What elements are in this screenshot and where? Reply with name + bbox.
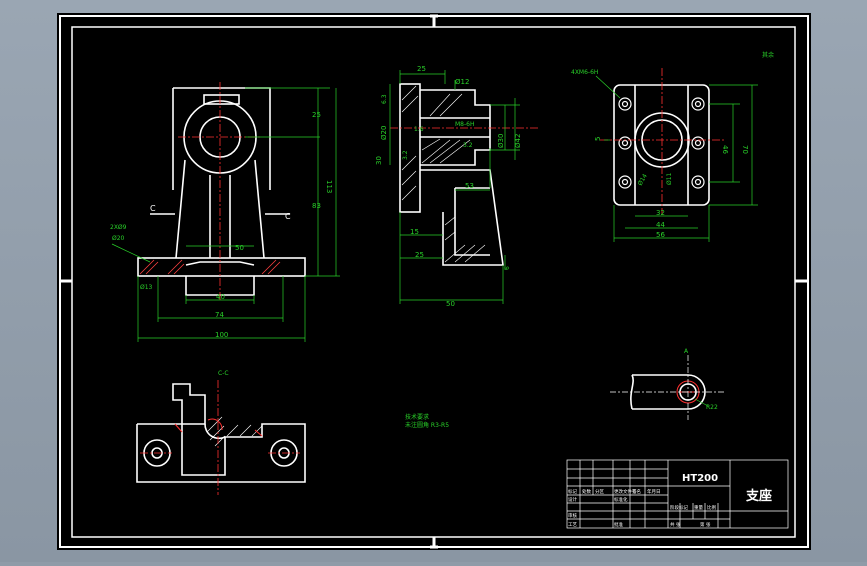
side-dim-dia20: Ø20 xyxy=(380,126,388,140)
front-dim-25: 25 xyxy=(312,111,321,119)
side-dim-dia30: Ø30 xyxy=(497,134,505,148)
section-cc-label: C-C xyxy=(218,370,229,377)
top-dim-46: 46 xyxy=(721,145,729,154)
side-view-dim-text: 25 Ø12 Ø20 30 15 25 53 50 Ø30 Ø42 3.2 1.… xyxy=(375,65,522,308)
tb-cell-1: 处数 xyxy=(582,488,591,495)
top-dim-70: 70 xyxy=(741,145,749,154)
front-dim-50: 50 xyxy=(235,244,244,252)
tb-cell-5: 年月日 xyxy=(647,488,661,495)
tech-note-fillets: 未注圆角 R3-R5 xyxy=(405,421,449,429)
centering-marks xyxy=(60,14,808,549)
side-note-6: 6 xyxy=(504,266,511,270)
front-view-dim-text: 25 113 83 50 40 74 100 2XØ9 Ø20 Ø13 C C xyxy=(110,111,333,339)
tb-cell-3: 更改文件号 xyxy=(614,488,637,495)
top-dim-5: 5 xyxy=(594,137,602,141)
side-dim-50: 50 xyxy=(446,300,455,308)
tb-cell-9: 重量 xyxy=(694,504,703,511)
section-mark-left: C xyxy=(150,204,156,213)
side-view-dimensions xyxy=(389,70,520,304)
tb-cell-14: 共 张 xyxy=(670,521,681,528)
tb-cell-13: 批准 xyxy=(614,521,623,528)
tb-cell-2: 分区 xyxy=(595,488,604,495)
tb-cell-12: 工艺 xyxy=(568,522,577,528)
roughness-general: 其余 xyxy=(762,51,774,59)
tb-cell-8: 阶段标记 xyxy=(670,504,688,511)
tb-cell-15: 第 张 xyxy=(700,521,711,528)
tb-cell-10: 比例 xyxy=(707,504,716,511)
title-block xyxy=(566,459,789,529)
title-part-name: 支座 xyxy=(745,488,772,504)
top-dim-56: 56 xyxy=(656,231,665,239)
tb-cell-7: 标准化 xyxy=(614,496,628,503)
front-view-dimensions xyxy=(111,87,340,342)
front-note-counterbore: Ø20 xyxy=(112,235,125,242)
top-note-threads: 4XM6-6H xyxy=(571,69,598,76)
top-note-dia11: Ø11 xyxy=(666,172,673,185)
front-dim-100: 100 xyxy=(215,331,228,339)
detail-a-label: A xyxy=(684,348,689,355)
top-dim-44: 44 xyxy=(656,221,665,229)
top-view-dimensions xyxy=(595,75,758,242)
side-dim-25-bottom: 25 xyxy=(415,251,424,259)
title-material: HT200 xyxy=(682,473,718,484)
sheet-background xyxy=(57,13,811,550)
tb-cell-0: 标记 xyxy=(568,488,577,495)
side-dim-30: 30 xyxy=(375,156,383,165)
title-block-text: HT200 支座 标记 处数 分区 更改文件号 签名 年月日 设计 标准化 阶段… xyxy=(568,473,772,528)
side-roughness-3-2b: 3.2 xyxy=(402,150,409,160)
front-view-hatch xyxy=(139,259,281,275)
detail-a-radius: R22 xyxy=(706,404,718,411)
side-dim-15: 15 xyxy=(410,228,419,236)
top-view-dim-text: 32 44 56 46 70 5 4XM6-6H Ø11 Ø14 其余 xyxy=(571,51,774,239)
front-note-dia: Ø13 xyxy=(140,284,153,291)
front-dim-74: 74 xyxy=(215,311,224,319)
front-dim-83: 83 xyxy=(312,202,321,210)
front-dim-40: 40 xyxy=(216,293,225,301)
side-roughness-6-3: 6.3 xyxy=(381,94,388,104)
top-dim-32: 32 xyxy=(656,209,665,217)
section-cc-red xyxy=(174,418,263,437)
detail-a-centerlines xyxy=(610,355,724,420)
top-view-centerlines xyxy=(600,68,725,215)
tb-cell-6: 设计 xyxy=(568,496,577,503)
tb-cell-11: 审核 xyxy=(568,512,577,519)
side-dim-dia42: Ø42 xyxy=(514,134,522,148)
tb-cell-4: 签名 xyxy=(632,488,641,495)
side-dim-25-top: 25 xyxy=(417,65,426,73)
side-note-thread: M8-6H xyxy=(455,121,475,128)
section-mark-right: C xyxy=(285,212,291,221)
tech-note-title: 技术要求 xyxy=(405,413,429,421)
side-roughness-1-6: 1.6 xyxy=(414,126,424,133)
side-dim-dia12: Ø12 xyxy=(455,78,469,86)
side-dim-53: 53 xyxy=(465,182,474,190)
detail-a-leader xyxy=(694,398,709,407)
side-view-hatch xyxy=(401,85,486,263)
top-view-holes xyxy=(618,97,705,189)
front-note-holes: 2XØ9 xyxy=(110,224,127,231)
side-roughness-3-2: 3.2 xyxy=(463,142,473,149)
front-dim-113: 113 xyxy=(325,180,333,193)
section-cc-centerlines xyxy=(140,380,300,495)
